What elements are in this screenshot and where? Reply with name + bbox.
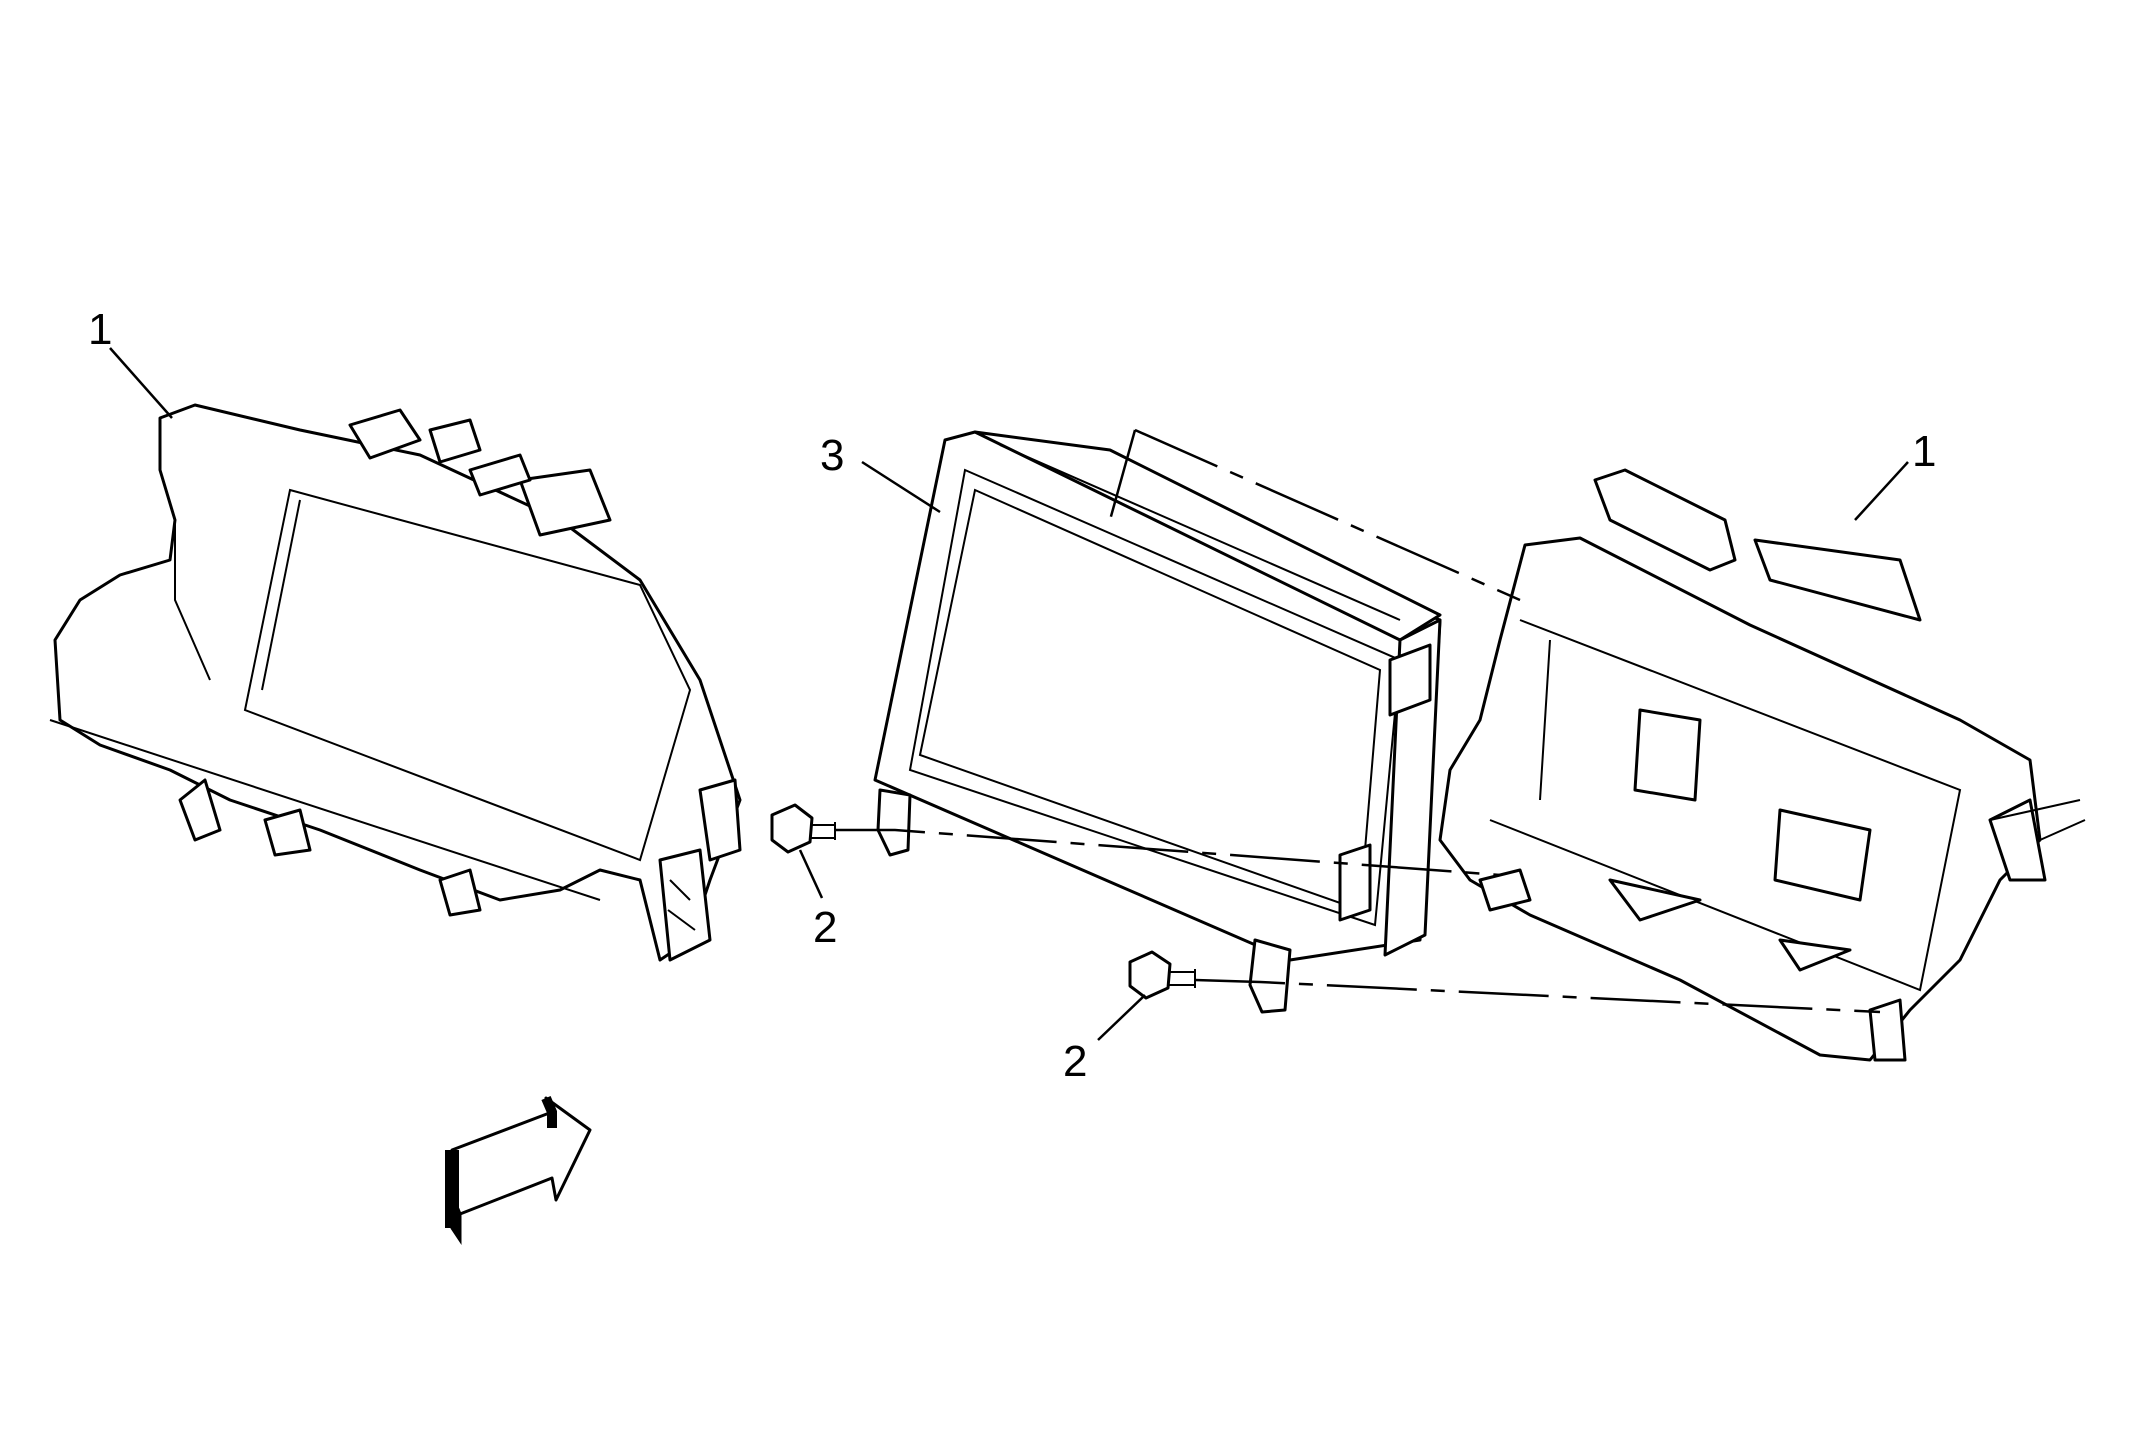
callout-1-bezel: 1 bbox=[88, 305, 112, 354]
alignment-lines bbox=[835, 428, 1881, 1014]
bolt-lower bbox=[1128, 950, 1196, 1000]
display-bracket bbox=[1438, 468, 2086, 1062]
view-direction-arrow-icon bbox=[445, 1096, 592, 1245]
callout-3-display: 3 bbox=[820, 431, 844, 480]
callout-1-bracket: 1 bbox=[1912, 427, 1936, 476]
instrument-cluster-bezel bbox=[49, 403, 742, 962]
callout-2-bolt-lower: 2 bbox=[1063, 1037, 1087, 1086]
display-unit bbox=[873, 430, 1442, 1014]
leader-lines bbox=[109, 347, 1909, 1041]
callout-2-bolt-upper: 2 bbox=[813, 903, 837, 952]
bolt-upper bbox=[770, 803, 836, 854]
